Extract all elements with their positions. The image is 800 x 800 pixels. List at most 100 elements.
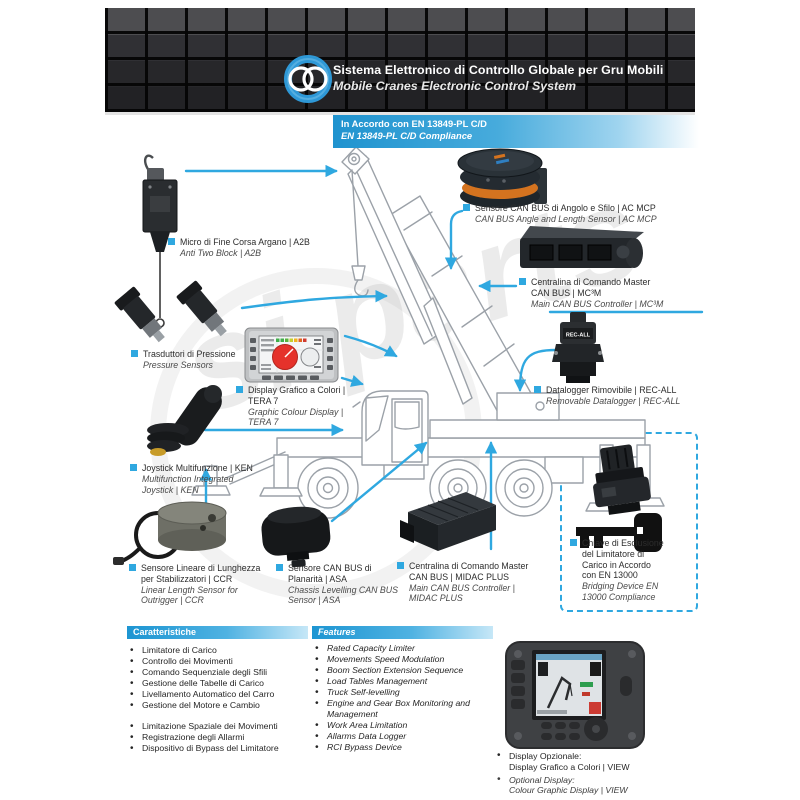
label-pressure: Trasduttori di Pressione Pressure Sensor… xyxy=(131,349,266,371)
list-item: Gestione delle Tabelle di Carico xyxy=(127,678,307,689)
bullet-square-icon xyxy=(519,278,526,285)
label-line: TERA 7 xyxy=(248,395,279,406)
label-tera7-text: Display Grafico a Colori | TERA 7 Graphi… xyxy=(248,385,345,428)
joystick-ken-image xyxy=(147,385,222,456)
badge-line-english: EN 13849-PL C/D Compliance xyxy=(341,130,473,141)
key-icon xyxy=(576,513,662,552)
label-line: Removable Datalogger | REC-ALL xyxy=(546,395,681,406)
label-midac-text: Centralina di Comando Master CAN BUS | M… xyxy=(409,561,528,604)
label-mc3m-text: Centralina di Comando Master CAN BUS | M… xyxy=(531,277,663,309)
view-caption-english: Optional Display: Colour Graphic Display… xyxy=(494,775,669,797)
list-item: Engine and Gear Box Monitoring and Manag… xyxy=(312,698,496,720)
label-line: Centralina di Comando Master xyxy=(409,561,529,571)
label-asa: Sensore CAN BUS di Planarità | ASA Chass… xyxy=(276,563,416,606)
label-line: Chiave di Esclusione xyxy=(582,538,664,548)
header-titles: Sistema Elettronico di Controllo Globale… xyxy=(333,63,663,93)
list-item: Boom Section Extension Sequence xyxy=(312,665,496,676)
label-line: Bridging Device EN xyxy=(582,581,659,592)
caratteristiche-header-bar: Caratteristiche xyxy=(127,626,308,639)
list-item: RCI Bypass Device xyxy=(312,742,496,753)
label-mc3m: Centralina di Comando Master CAN BUS | M… xyxy=(519,277,689,309)
label-recall-text: Datalogger Rimovibile | REC-ALL Removabl… xyxy=(546,385,680,407)
mc3m-controller-image xyxy=(520,226,644,268)
page-title-english: Mobile Cranes Electronic Control System xyxy=(333,79,577,93)
caption-line: Colour Graphic Display | VIEW xyxy=(509,785,628,796)
list-item: Comando Sequenziale degli Sfili xyxy=(127,667,307,678)
tera7-display-image xyxy=(244,327,339,383)
acmcp-sensor-image xyxy=(457,148,547,208)
page-title-italian: Sistema Elettronico di Controllo Globale… xyxy=(333,63,664,77)
label-line: Sensore Lineare di Lunghezza xyxy=(141,563,261,573)
label-line: Trasduttori di Pressione xyxy=(143,349,236,359)
list-item: Gestione del Motore e Cambio xyxy=(127,700,307,711)
label-line: Sensore CAN BUS di Angolo e Sfilo | AC M… xyxy=(475,203,656,213)
caratteristiche-group1: Limitatore di Carico Controllo dei Movim… xyxy=(127,645,307,711)
recall-brand-text: REC-ALL xyxy=(566,333,591,339)
label-line: Chassis Levelling CAN BUS xyxy=(288,584,399,595)
bullet-square-icon xyxy=(131,350,138,357)
pressure-sensors-image xyxy=(114,280,227,343)
label-line: CAN BUS Angle and Length Sensor | AC MCP xyxy=(475,213,657,224)
label-line: Multifunction Integrated xyxy=(142,473,234,484)
caratteristiche-list: Limitatore di Carico Controllo dei Movim… xyxy=(127,645,307,754)
list-item: Controllo dei Movimenti xyxy=(127,656,307,667)
features-items: Rated Capacity Limiter Movements Speed M… xyxy=(312,643,496,753)
label-line: CAN BUS | MC³M xyxy=(531,287,602,298)
label-acmcp-text: Sensore CAN BUS di Angolo e Sfilo | AC M… xyxy=(475,203,657,225)
label-line: Datalogger Rimovibile | REC-ALL xyxy=(546,385,677,395)
label-line: Planarità | ASA xyxy=(288,573,348,584)
label-line: Anti Two Block | A2B xyxy=(180,247,261,258)
label-line: Linear Length Sensor for xyxy=(141,584,238,595)
bullet-square-icon xyxy=(463,204,470,211)
features-list: Rated Capacity Limiter Movements Speed M… xyxy=(312,643,496,753)
label-line: Carico in Accordo xyxy=(582,559,651,570)
label-line: del Limitatore di xyxy=(582,548,645,559)
a2b-device-image xyxy=(142,154,178,328)
list-item: Rated Capacity Limiter xyxy=(312,643,496,654)
label-line: Centralina di Comando Master xyxy=(531,277,651,287)
label-line: Micro di Fine Corsa Argano | A2B xyxy=(180,237,310,247)
label-line: Joystick Multifunzione | KEN xyxy=(142,463,253,473)
list-item: Limitazione Spaziale dei Movimenti xyxy=(127,721,307,732)
label-line: Outrigger | CCR xyxy=(141,595,204,606)
view-display-image xyxy=(505,641,645,749)
brand-logo-icon xyxy=(283,50,333,108)
list-item: Allarms Data Logger xyxy=(312,731,496,742)
label-recall: Datalogger Rimovibile | REC-ALL Removabl… xyxy=(534,385,704,407)
label-line: Sensore CAN BUS di xyxy=(288,563,372,573)
ccr-sensor-image xyxy=(113,501,227,565)
bullet-square-icon xyxy=(570,539,577,546)
list-item: Load Tables Management xyxy=(312,676,496,687)
badge-line-italian: In Accordo con EN 13849-PL C/D xyxy=(341,118,487,129)
label-tera7: Display Grafico a Colori | TERA 7 Graphi… xyxy=(236,385,361,428)
label-line: Sensor | ASA xyxy=(288,595,341,606)
caratteristiche-group2: Limitazione Spaziale dei Movimenti Regis… xyxy=(127,721,307,754)
label-key: Chiave di Esclusione del Limitatore di C… xyxy=(570,538,688,603)
bullet-square-icon xyxy=(276,564,283,571)
caption-line: Optional Display: xyxy=(509,774,575,785)
label-a2b-text: Micro di Fine Corsa Argano | A2B Anti Tw… xyxy=(180,237,310,259)
label-line: Main CAN BUS Controller | MC³M xyxy=(531,298,664,309)
label-line: MIDAC PLUS xyxy=(409,593,463,604)
list-item: Registrazione degli Allarmi xyxy=(127,732,307,743)
list-item: Limitatore di Carico xyxy=(127,645,307,656)
label-a2b: Micro di Fine Corsa Argano | A2B Anti Tw… xyxy=(168,237,343,259)
page-header: Sistema Elettronico di Controllo Globale… xyxy=(105,8,695,115)
bridging-device-image xyxy=(593,444,651,515)
caption-line: Display Grafico a Colori | VIEW xyxy=(509,761,630,772)
bullet-square-icon xyxy=(130,464,137,471)
label-line: Joystick | KEN xyxy=(142,484,199,495)
bullet-square-icon xyxy=(397,562,404,569)
list-item: Movements Speed Modulation xyxy=(312,654,496,665)
label-asa-text: Sensore CAN BUS di Planarità | ASA Chass… xyxy=(288,563,398,606)
view-display-caption: Display Opzionale: Display Grafico a Col… xyxy=(494,751,669,798)
midac-controller-image xyxy=(400,492,496,551)
label-line: Main CAN BUS Controller | xyxy=(409,582,515,593)
label-key-text: Chiave di Esclusione del Limitatore di C… xyxy=(582,538,664,603)
list-item: Work Area Limitation xyxy=(312,720,496,731)
label-midac: Centralina di Comando Master CAN BUS | M… xyxy=(397,561,547,604)
list-item: Truck Self-levelling xyxy=(312,687,496,698)
bullet-square-icon xyxy=(534,386,541,393)
